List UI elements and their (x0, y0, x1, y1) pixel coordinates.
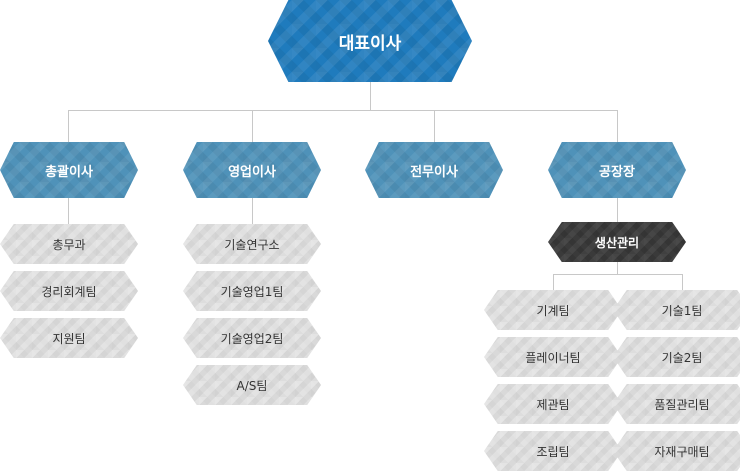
team-label: 기술연구소 (224, 237, 280, 252)
team-label: 제관팀 (536, 397, 570, 412)
ceo-node: 대표이사 (268, 0, 472, 82)
team-node: 조립팀 (484, 431, 622, 471)
team-node: 자재구매팀 (613, 431, 740, 471)
team-node: 기술1팀 (613, 290, 740, 330)
connector-exec2-teams (252, 198, 253, 224)
team-label: 품질관리팀 (654, 397, 710, 412)
connector-ceo-down (370, 82, 371, 110)
team-label: 기술2팀 (661, 350, 703, 365)
team-label: 총무과 (52, 237, 86, 252)
team-node: 제관팀 (484, 384, 622, 424)
exec-label: 영업이사 (228, 164, 276, 180)
exec-node-managing-director: 전무이사 (365, 142, 503, 198)
team-label: 플레이너팀 (525, 350, 581, 365)
team-node: 기계팀 (484, 290, 622, 330)
team-label: 경리회계팀 (41, 284, 97, 299)
production-label: 생산관리 (594, 235, 640, 250)
team-node: 기술영업1팀 (183, 271, 321, 311)
team-label: 자재구매팀 (654, 444, 710, 459)
connector-exec4 (617, 110, 618, 142)
connector-exec1-teams (68, 198, 69, 224)
team-node: 경리회계팀 (0, 271, 138, 311)
team-node: 지원팀 (0, 318, 138, 358)
connector-prod-bus (553, 274, 682, 275)
ceo-label: 대표이사 (338, 33, 402, 54)
connector-exec1 (68, 110, 69, 142)
team-label: 기술영업1팀 (220, 284, 284, 299)
exec-node-general-director: 총괄이사 (0, 142, 138, 198)
production-management-node: 생산관리 (548, 222, 686, 262)
exec-label: 총괄이사 (45, 164, 93, 180)
team-label: 기술1팀 (661, 303, 703, 318)
exec-label: 공장장 (599, 164, 635, 180)
team-node: 플레이너팀 (484, 337, 622, 377)
team-node: 품질관리팀 (613, 384, 740, 424)
team-label: A/S팀 (236, 378, 268, 393)
connector-prod-down (617, 262, 618, 274)
team-node: 기술2팀 (613, 337, 740, 377)
connector-exec2 (252, 110, 253, 142)
exec-node-factory-manager: 공장장 (548, 142, 686, 198)
connector-exec4-prod (617, 198, 618, 222)
connector-prod-right (682, 274, 683, 290)
team-node: A/S팀 (183, 365, 321, 405)
connector-prod-left (553, 274, 554, 290)
team-node: 기술영업2팀 (183, 318, 321, 358)
connector-exec-bus (68, 110, 618, 111)
team-label: 조립팀 (536, 444, 570, 459)
exec-node-sales-director: 영업이사 (183, 142, 321, 198)
team-node: 총무과 (0, 224, 138, 264)
team-label: 기계팀 (536, 303, 570, 318)
team-label: 지원팀 (52, 331, 86, 346)
exec-label: 전무이사 (410, 164, 458, 180)
team-node: 기술연구소 (183, 224, 321, 264)
team-label: 기술영업2팀 (220, 331, 284, 346)
connector-exec3 (434, 110, 435, 142)
